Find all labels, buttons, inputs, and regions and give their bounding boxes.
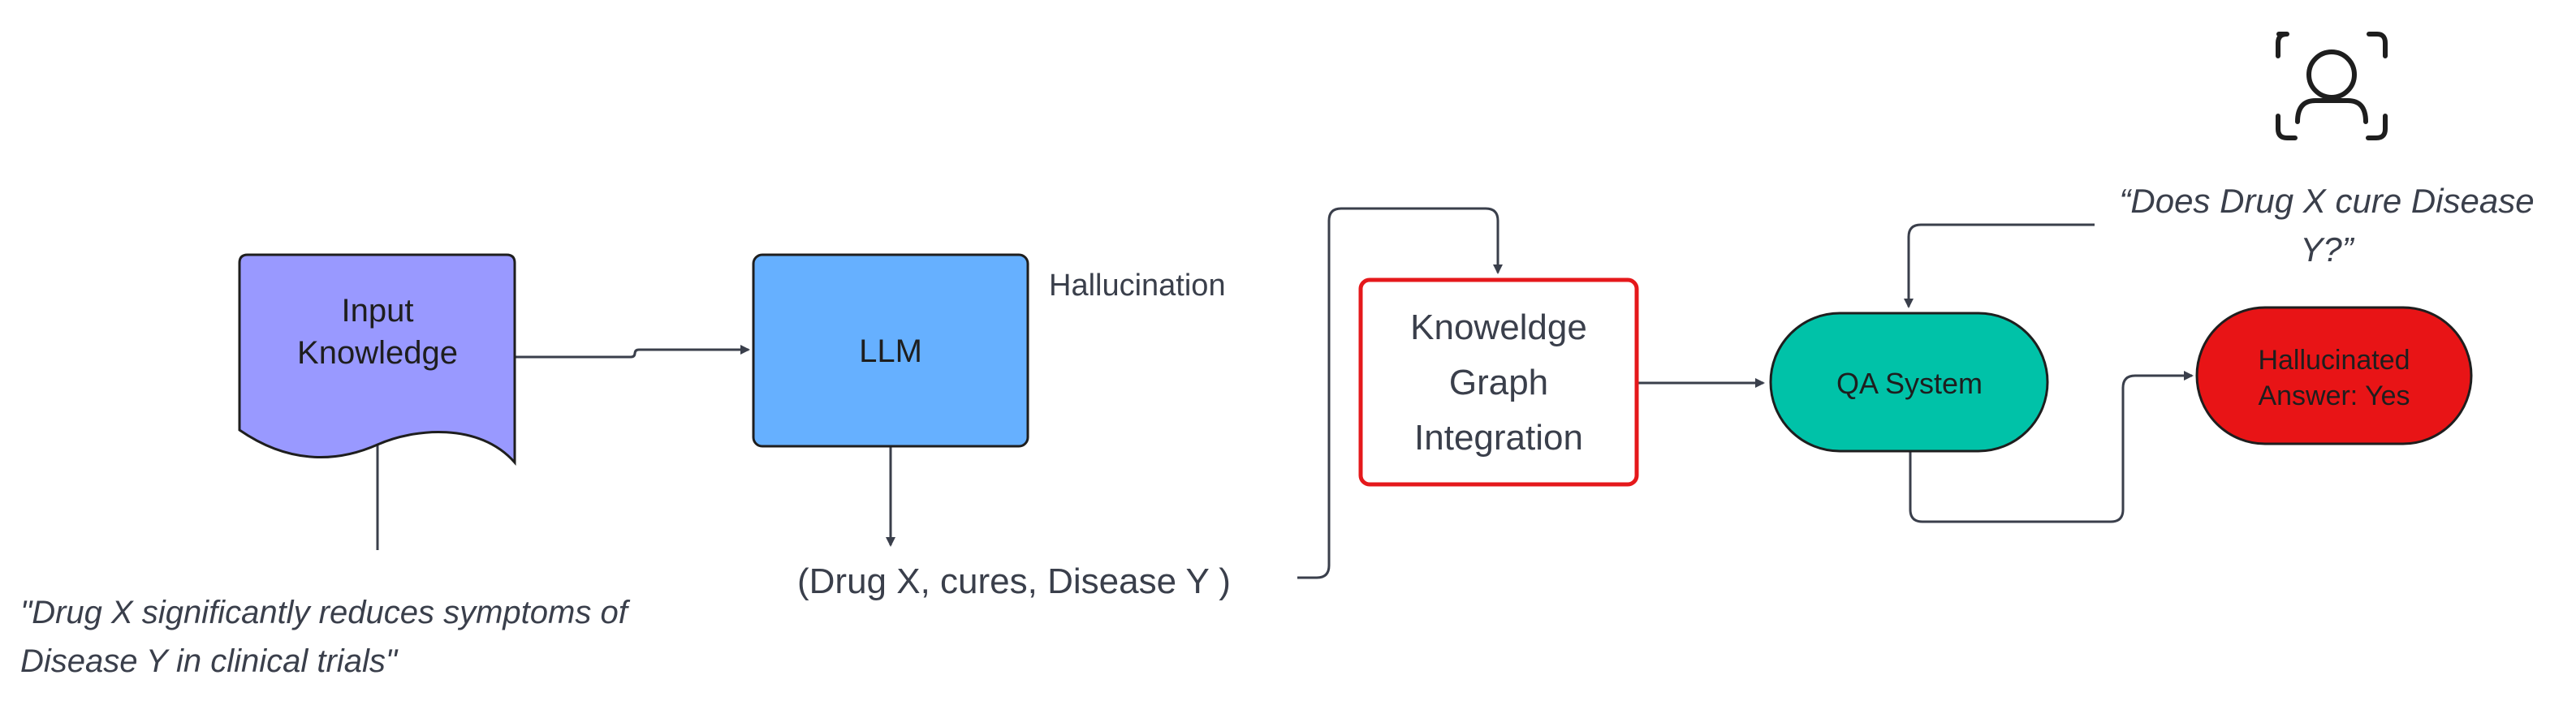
hallucinated-answer-label-line1: Hallucinated — [2258, 345, 2410, 376]
edge-question-to-qa — [1904, 223, 2095, 308]
edge-triple-to-kg — [1297, 207, 1503, 579]
qa-system-node: QA System — [1769, 312, 2049, 453]
triple-label: (Drug X, cures, Disease Y ) — [797, 561, 1231, 601]
user-question-line2: Y?” — [2300, 230, 2354, 269]
kg-integration-label-line3: Integration — [1414, 418, 1583, 458]
kg-integration-label-line1: Knoweldge — [1410, 307, 1587, 347]
edges — [373, 207, 2194, 579]
kg-integration-node: Knoweldge Graph Integration — [1358, 277, 1639, 487]
edge-qa-to-answer — [1909, 371, 2194, 523]
input-knowledge-shape — [238, 253, 516, 466]
input-knowledge-label-line1: Input — [342, 293, 414, 329]
edge-input-to-llm — [515, 345, 750, 359]
qa-system-label: QA System — [1836, 367, 1983, 400]
input-knowledge-node: Input Knowledge — [238, 253, 516, 466]
llm-box — [752, 253, 1029, 448]
hallucinated-answer-label-line2: Answer: Yes — [2258, 381, 2410, 411]
kg-integration-label-line2: Graph — [1449, 363, 1548, 402]
hallucinated-answer-node: Hallucinated Answer: Yes — [2195, 306, 2473, 445]
qa-system-shape — [1769, 312, 2049, 453]
source-quote-line1: "Drug X significantly reduces symptoms o… — [20, 595, 631, 630]
user-question-line1: “Does Drug X cure Disease — [2119, 182, 2534, 220]
llm-node: LLM — [752, 253, 1029, 448]
user-scan-icon — [2276, 32, 2388, 140]
hallucinated-answer-shape — [2195, 306, 2473, 445]
llm-label: LLM — [859, 333, 922, 369]
source-quote-line2: Disease Y in clinical trials" — [20, 643, 399, 679]
input-knowledge-label-line2: Knowledge — [297, 335, 458, 371]
kg-integration-box — [1358, 277, 1639, 487]
hallucination-label: Hallucination — [1049, 269, 1226, 303]
